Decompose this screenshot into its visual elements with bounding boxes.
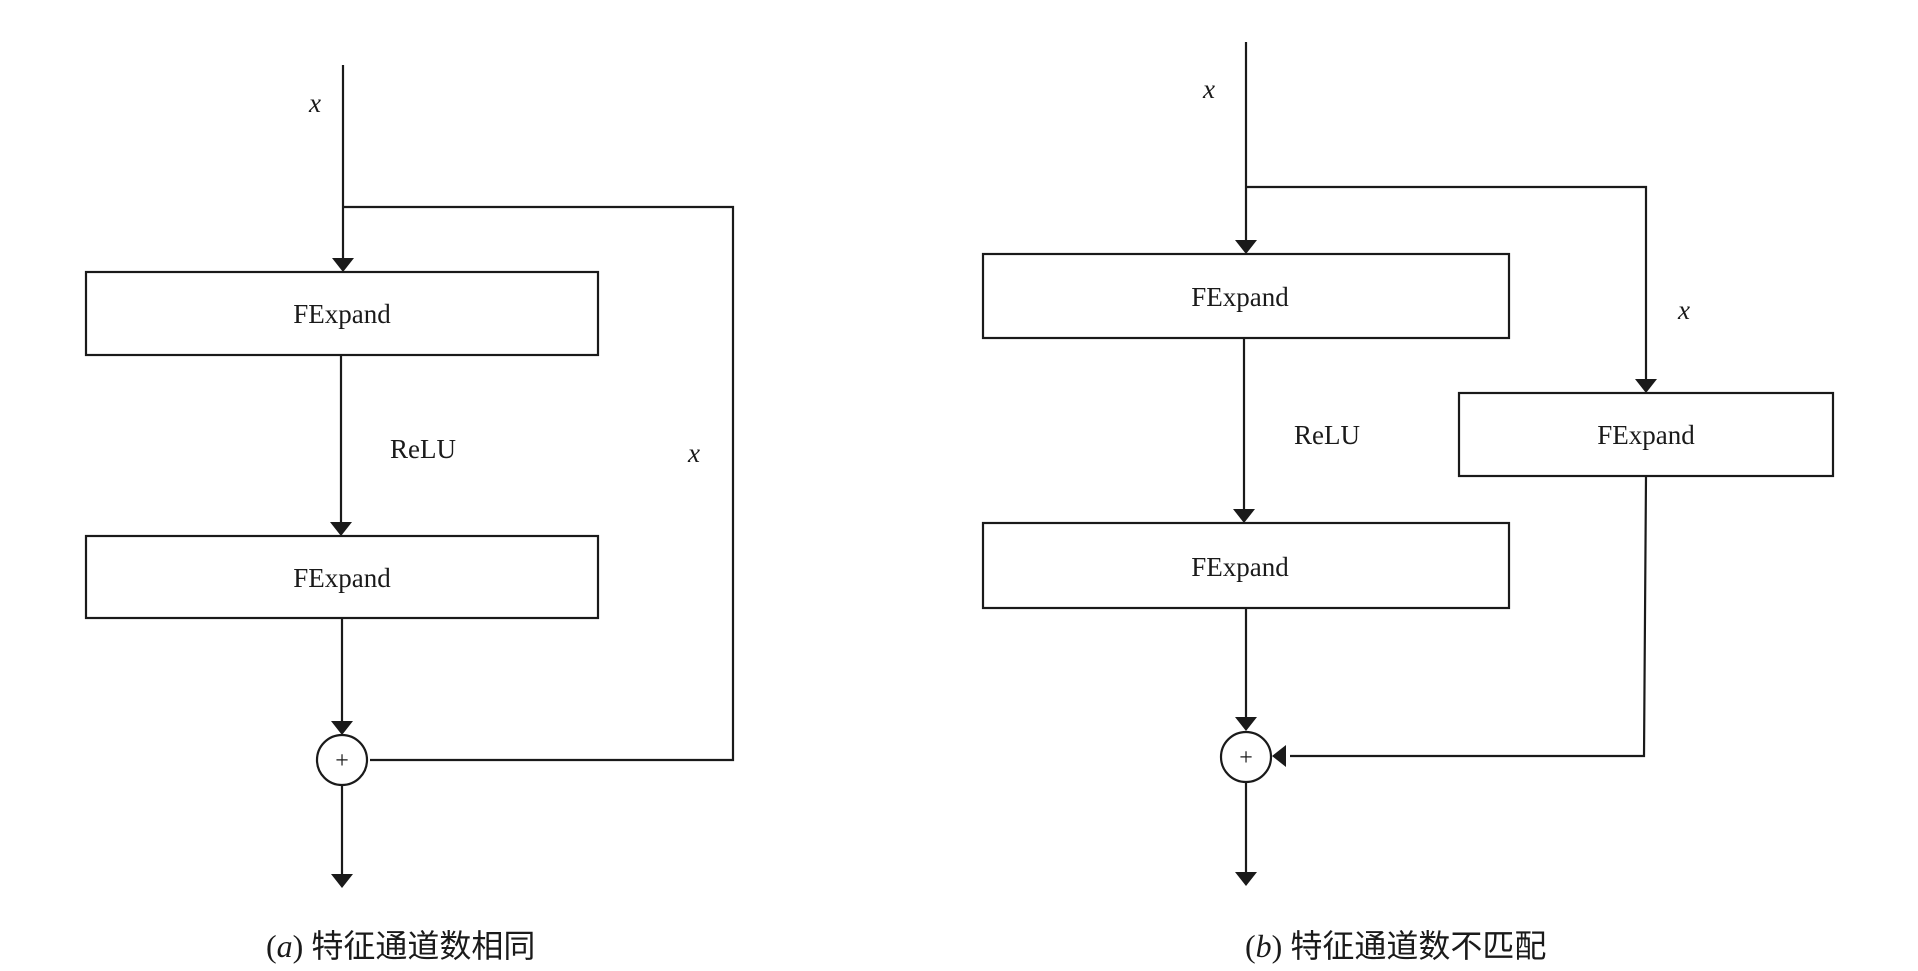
a-caption-close-paren: ) [293, 928, 312, 964]
b-relu-arrowhead [1233, 509, 1255, 523]
a-caption-text: 特征通道数相同 [311, 928, 535, 964]
b-to-adder-arrowhead [1235, 717, 1257, 731]
b-input-label: x [1202, 74, 1215, 104]
b-relu-label: ReLU [1294, 420, 1360, 450]
diagram-b: x x FExpand FExpand ReLU FExpand + (b) 特… [981, 42, 1835, 964]
b-skip-line-bottom [1290, 475, 1648, 758]
a-skip-line [343, 205, 735, 762]
b-skip-fexpand-label: FExpand [1597, 420, 1695, 450]
a-caption-open-paren: ( [266, 928, 277, 964]
a-input-arrowhead [332, 258, 354, 272]
a-relu-arrowhead [330, 522, 352, 536]
a-skip-label: x [687, 438, 700, 468]
b-caption: (b) 特征通道数不匹配 [1245, 928, 1546, 964]
b-output-arrowhead [1235, 872, 1257, 886]
b-caption-text: 特征通道数不匹配 [1290, 928, 1546, 964]
a-fexpand-block-2-label: FExpand [293, 563, 391, 593]
b-fexpand-block-1-label: FExpand [1191, 282, 1289, 312]
b-input-arrowhead [1235, 240, 1257, 254]
b-skip-arrowhead-bottom [1272, 745, 1286, 767]
a-output-arrowhead [331, 874, 353, 888]
b-skip-line-top [1246, 185, 1648, 382]
b-fexpand-block-1 [981, 252, 1511, 340]
b-caption-open-paren: ( [1245, 928, 1256, 964]
a-fexpand-block-1-label: FExpand [293, 299, 391, 329]
a-caption: (a) 特征通道数相同 [266, 928, 535, 964]
a-input-label: x [308, 88, 321, 118]
b-skip-label: x [1677, 295, 1690, 325]
a-caption-letter: a [277, 928, 293, 964]
a-relu-label: ReLU [390, 434, 456, 464]
a-to-adder-arrowhead [331, 721, 353, 735]
b-adder-plus: + [1239, 745, 1253, 771]
b-fexpand-block-2-label: FExpand [1191, 552, 1289, 582]
b-skip-arrowhead-top [1635, 379, 1657, 393]
b-caption-close-paren: ) [1272, 928, 1291, 964]
a-adder-plus: + [335, 748, 349, 774]
diagram-a: x x FExpand ReLU FExpand + (a) 特征通道数相同 [84, 65, 735, 964]
a-fexpand-block-1 [84, 270, 600, 357]
b-skip-fexpand-block [1457, 391, 1835, 478]
b-caption-letter: b [1256, 928, 1272, 964]
